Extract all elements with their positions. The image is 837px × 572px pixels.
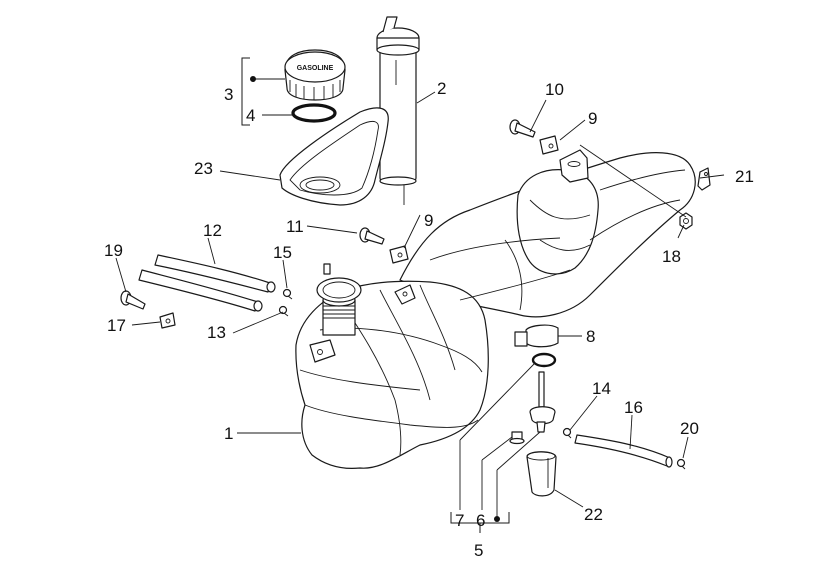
callout-9-rear[interactable]: 9: [588, 109, 597, 128]
screw-rear[interactable]: [509, 119, 536, 138]
hose-clip-lower[interactable]: [278, 305, 289, 317]
clip-nut-front[interactable]: [389, 245, 409, 264]
callout-17[interactable]: 17: [107, 316, 126, 335]
hose-clip-tap[interactable]: [562, 427, 572, 439]
callout-6[interactable]: 6: [476, 511, 485, 530]
hose-clamp[interactable]: [514, 324, 559, 348]
clip-nut-left[interactable]: [159, 312, 176, 329]
screw-front[interactable]: [359, 227, 385, 245]
hose-clip-upper[interactable]: [282, 288, 293, 300]
callout-7[interactable]: 7: [455, 511, 464, 530]
leader-lines: [115, 78, 725, 516]
group-brackets: [241, 57, 510, 533]
callouts: 1 2 3 4 5 6 7 8 9 9 10 11 12 13 14 15 16…: [104, 79, 754, 560]
callout-14[interactable]: 14: [592, 379, 611, 398]
callout-4[interactable]: 4: [246, 106, 255, 125]
callout-20[interactable]: 20: [680, 419, 699, 438]
screw-left[interactable]: [120, 290, 146, 310]
callout-18[interactable]: 18: [662, 247, 681, 266]
callout-3[interactable]: 3: [224, 85, 233, 104]
callout-1[interactable]: 1: [224, 424, 233, 443]
callout-5[interactable]: 5: [474, 541, 483, 560]
fuel-hose[interactable]: [574, 434, 673, 468]
callout-12[interactable]: 12: [203, 221, 222, 240]
clip-nut-rear[interactable]: [539, 135, 559, 155]
fuel-tap[interactable]: [529, 371, 556, 433]
hose-clip-end[interactable]: [676, 458, 686, 470]
bracket[interactable]: [697, 167, 711, 191]
callout-16[interactable]: 16: [624, 398, 643, 417]
fuel-cap[interactable]: GASOLINE: [284, 49, 346, 101]
callout-11[interactable]: 11: [286, 217, 304, 236]
callout-9-front[interactable]: 9: [424, 211, 433, 230]
callout-22[interactable]: 22: [584, 505, 603, 524]
fuel-tank[interactable]: [295, 149, 696, 470]
tap-holder[interactable]: [526, 451, 557, 497]
cap-label-text: GASOLINE: [297, 65, 334, 72]
callout-15[interactable]: 15: [273, 243, 292, 262]
cap-seal-ring[interactable]: [291, 103, 337, 123]
callout-8[interactable]: 8: [586, 327, 595, 346]
callout-19[interactable]: 19: [104, 241, 123, 260]
filler-tray[interactable]: [279, 107, 389, 206]
callout-10[interactable]: 10: [545, 80, 564, 99]
callout-13[interactable]: 13: [207, 323, 226, 342]
fuel-filter-plug[interactable]: [509, 431, 525, 445]
callout-2[interactable]: 2: [437, 79, 446, 98]
callout-21[interactable]: 21: [735, 167, 754, 186]
breather-hoses[interactable]: [138, 254, 276, 312]
nut[interactable]: [679, 212, 693, 230]
callout-23[interactable]: 23: [194, 159, 213, 178]
tap-o-ring[interactable]: [531, 352, 557, 368]
filler-tube[interactable]: [376, 16, 420, 205]
